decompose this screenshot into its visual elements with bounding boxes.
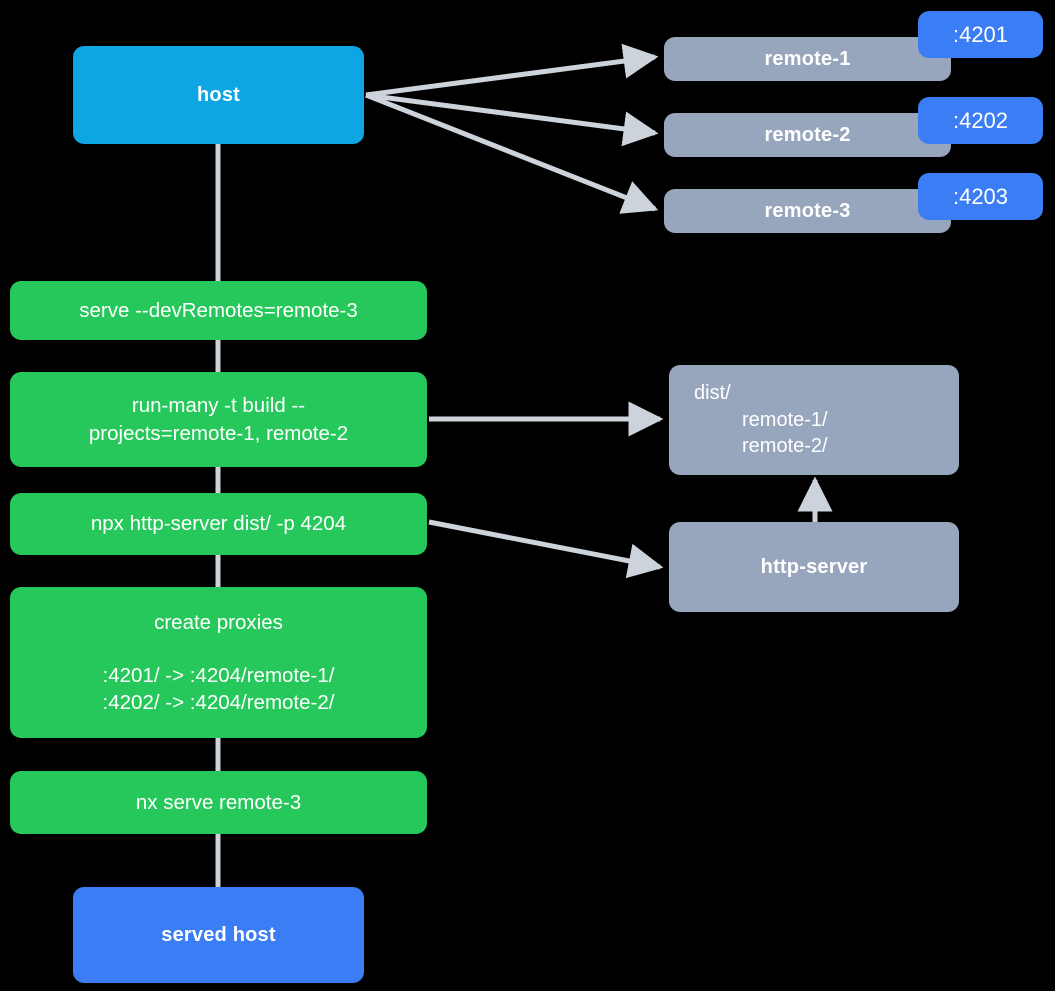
command-create-proxies-lines: create proxies :4201/ -> :4204/remote-1/… bbox=[10, 609, 427, 716]
npx-to-httpserver-edge bbox=[428, 519, 664, 579]
node-served-host-label: served host bbox=[161, 923, 276, 946]
node-remote-3-label: remote-3 bbox=[764, 199, 851, 222]
command-run-many-lines: run-many -t build -- projects=remote-1, … bbox=[10, 392, 427, 446]
node-dist-folder[interactable]: dist/ remote-1/ remote-2/ bbox=[669, 365, 959, 475]
port-badge-remote-3-label: :4203 bbox=[952, 183, 1009, 209]
node-host-label: host bbox=[196, 83, 241, 106]
command-npx-http-server-label: npx http-server dist/ -p 4204 bbox=[90, 512, 347, 536]
node-served-host[interactable]: served host bbox=[73, 887, 364, 983]
command-create-proxies-line-2: :4202/ -> :4204/remote-2/ bbox=[102, 691, 335, 715]
command-create-proxies-title: create proxies bbox=[154, 610, 283, 634]
node-remote-2-label: remote-2 bbox=[764, 123, 851, 146]
port-badge-remote-1: :4201 bbox=[918, 11, 1043, 58]
command-run-many[interactable]: run-many -t build -- projects=remote-1, … bbox=[10, 372, 427, 467]
node-remote-1[interactable]: remote-1 bbox=[664, 37, 951, 81]
command-npx-http-server[interactable]: npx http-server dist/ -p 4204 bbox=[10, 493, 427, 555]
node-dist-folder-line-2: remote-1/ bbox=[742, 408, 828, 431]
command-run-many-line-1: run-many -t build -- bbox=[131, 394, 306, 418]
node-http-server-label: http-server bbox=[760, 555, 868, 578]
node-http-server[interactable]: http-server bbox=[669, 522, 959, 612]
command-run-many-line-2: projects=remote-1, remote-2 bbox=[88, 421, 349, 445]
node-dist-folder-line-1: dist/ bbox=[694, 382, 731, 405]
node-dist-folder-line-3: remote-2/ bbox=[742, 435, 828, 458]
node-remote-2[interactable]: remote-2 bbox=[664, 113, 951, 157]
command-create-proxies[interactable]: create proxies :4201/ -> :4204/remote-1/… bbox=[10, 587, 427, 738]
port-badge-remote-3: :4203 bbox=[918, 173, 1043, 220]
port-badge-remote-2: :4202 bbox=[918, 97, 1043, 144]
port-badge-remote-1-label: :4201 bbox=[952, 21, 1009, 47]
node-dist-folder-lines: dist/ remote-1/ remote-2/ bbox=[669, 380, 959, 459]
node-remote-3[interactable]: remote-3 bbox=[664, 189, 951, 233]
command-nx-serve-remote-3[interactable]: nx serve remote-3 bbox=[10, 771, 427, 834]
host-to-remote-edges bbox=[365, 43, 659, 214]
command-nx-serve-remote-3-label: nx serve remote-3 bbox=[135, 790, 302, 814]
node-host[interactable]: host bbox=[73, 46, 364, 144]
command-create-proxies-line-1: :4201/ -> :4204/remote-1/ bbox=[102, 663, 335, 687]
command-serve-devremotes[interactable]: serve --devRemotes=remote-3 bbox=[10, 281, 427, 340]
node-remote-1-label: remote-1 bbox=[764, 47, 851, 70]
port-badge-remote-2-label: :4202 bbox=[952, 107, 1009, 133]
command-serve-devremotes-label: serve --devRemotes=remote-3 bbox=[79, 298, 358, 322]
